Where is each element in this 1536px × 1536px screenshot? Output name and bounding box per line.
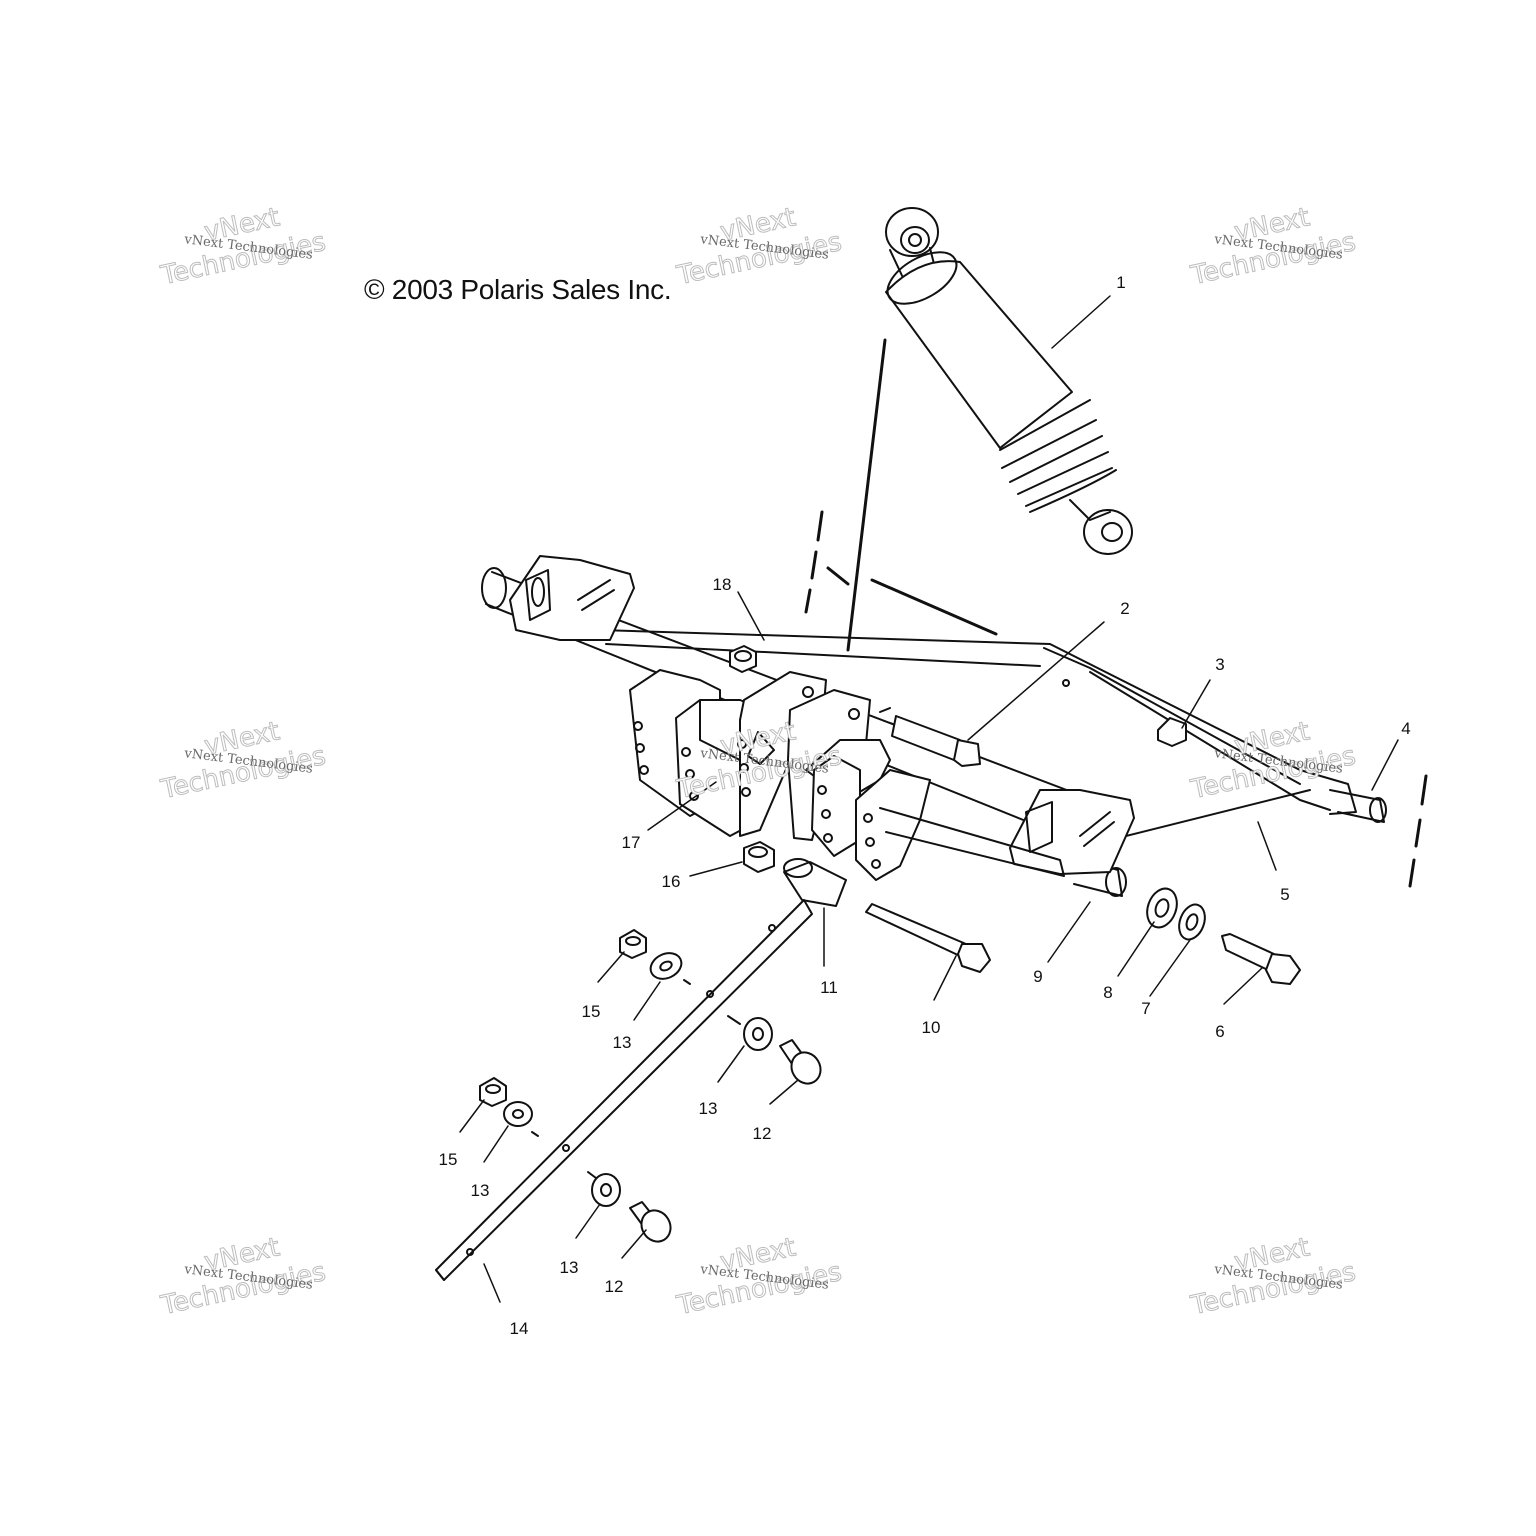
center-stud — [747, 731, 775, 765]
callout-8: 8 — [1103, 983, 1113, 1002]
rivet-12-lower — [629, 1201, 672, 1243]
callout-13: 13 — [612, 1033, 632, 1052]
callout-4: 4 — [1401, 719, 1411, 738]
callout-2: 2 — [1120, 599, 1130, 618]
grease-fitting — [1157, 717, 1187, 747]
copyright-notice: © 2003 Polaris Sales Inc. — [364, 274, 672, 305]
strap-14 — [435, 899, 813, 1281]
callout-7: 7 — [1141, 999, 1151, 1018]
washer-13-d — [587, 1171, 621, 1207]
callout-6: 6 — [1215, 1022, 1225, 1041]
mounting-plates — [629, 669, 1065, 881]
clamp-bracket-left — [509, 555, 635, 641]
callout-14: 14 — [509, 1319, 529, 1338]
bushing-11 — [783, 858, 847, 907]
bolt-2 — [879, 707, 981, 767]
callout-17: 17 — [621, 833, 641, 852]
callout-16: 16 — [661, 872, 681, 891]
callout-15: 15 — [438, 1150, 458, 1169]
shock-absorber — [885, 207, 1133, 555]
washer-13-b — [727, 1015, 773, 1051]
washer-7 — [1178, 903, 1206, 941]
nut-15-lower — [479, 1077, 507, 1107]
callout-9: 9 — [1033, 967, 1043, 986]
callout-11: 11 — [820, 978, 838, 997]
washer-8 — [1146, 887, 1178, 929]
callout-13: 13 — [698, 1099, 718, 1118]
bolt-10 — [865, 903, 991, 973]
callout-15: 15 — [581, 1002, 601, 1021]
nut-16 — [743, 841, 775, 873]
clamp-bracket-right — [1009, 789, 1135, 875]
callout-3: 3 — [1215, 655, 1225, 674]
callout-12: 12 — [752, 1124, 772, 1143]
bolt-6 — [1221, 933, 1301, 985]
callout-1: 1 — [1116, 273, 1126, 292]
alignment-dashes — [804, 338, 1428, 888]
washer-13-a — [649, 952, 691, 985]
rivet-12-upper — [779, 1039, 822, 1085]
callout-leaders — [459, 295, 1399, 1303]
callout-10: 10 — [921, 1018, 941, 1037]
callout-18: 18 — [712, 575, 732, 594]
nut-18 — [729, 645, 757, 673]
callout-12: 12 — [604, 1277, 624, 1296]
washer-13-c — [503, 1101, 539, 1137]
callout-5: 5 — [1280, 885, 1290, 904]
nut-15-upper — [619, 929, 647, 959]
callout-13: 13 — [559, 1258, 579, 1277]
callout-13: 13 — [470, 1181, 490, 1200]
